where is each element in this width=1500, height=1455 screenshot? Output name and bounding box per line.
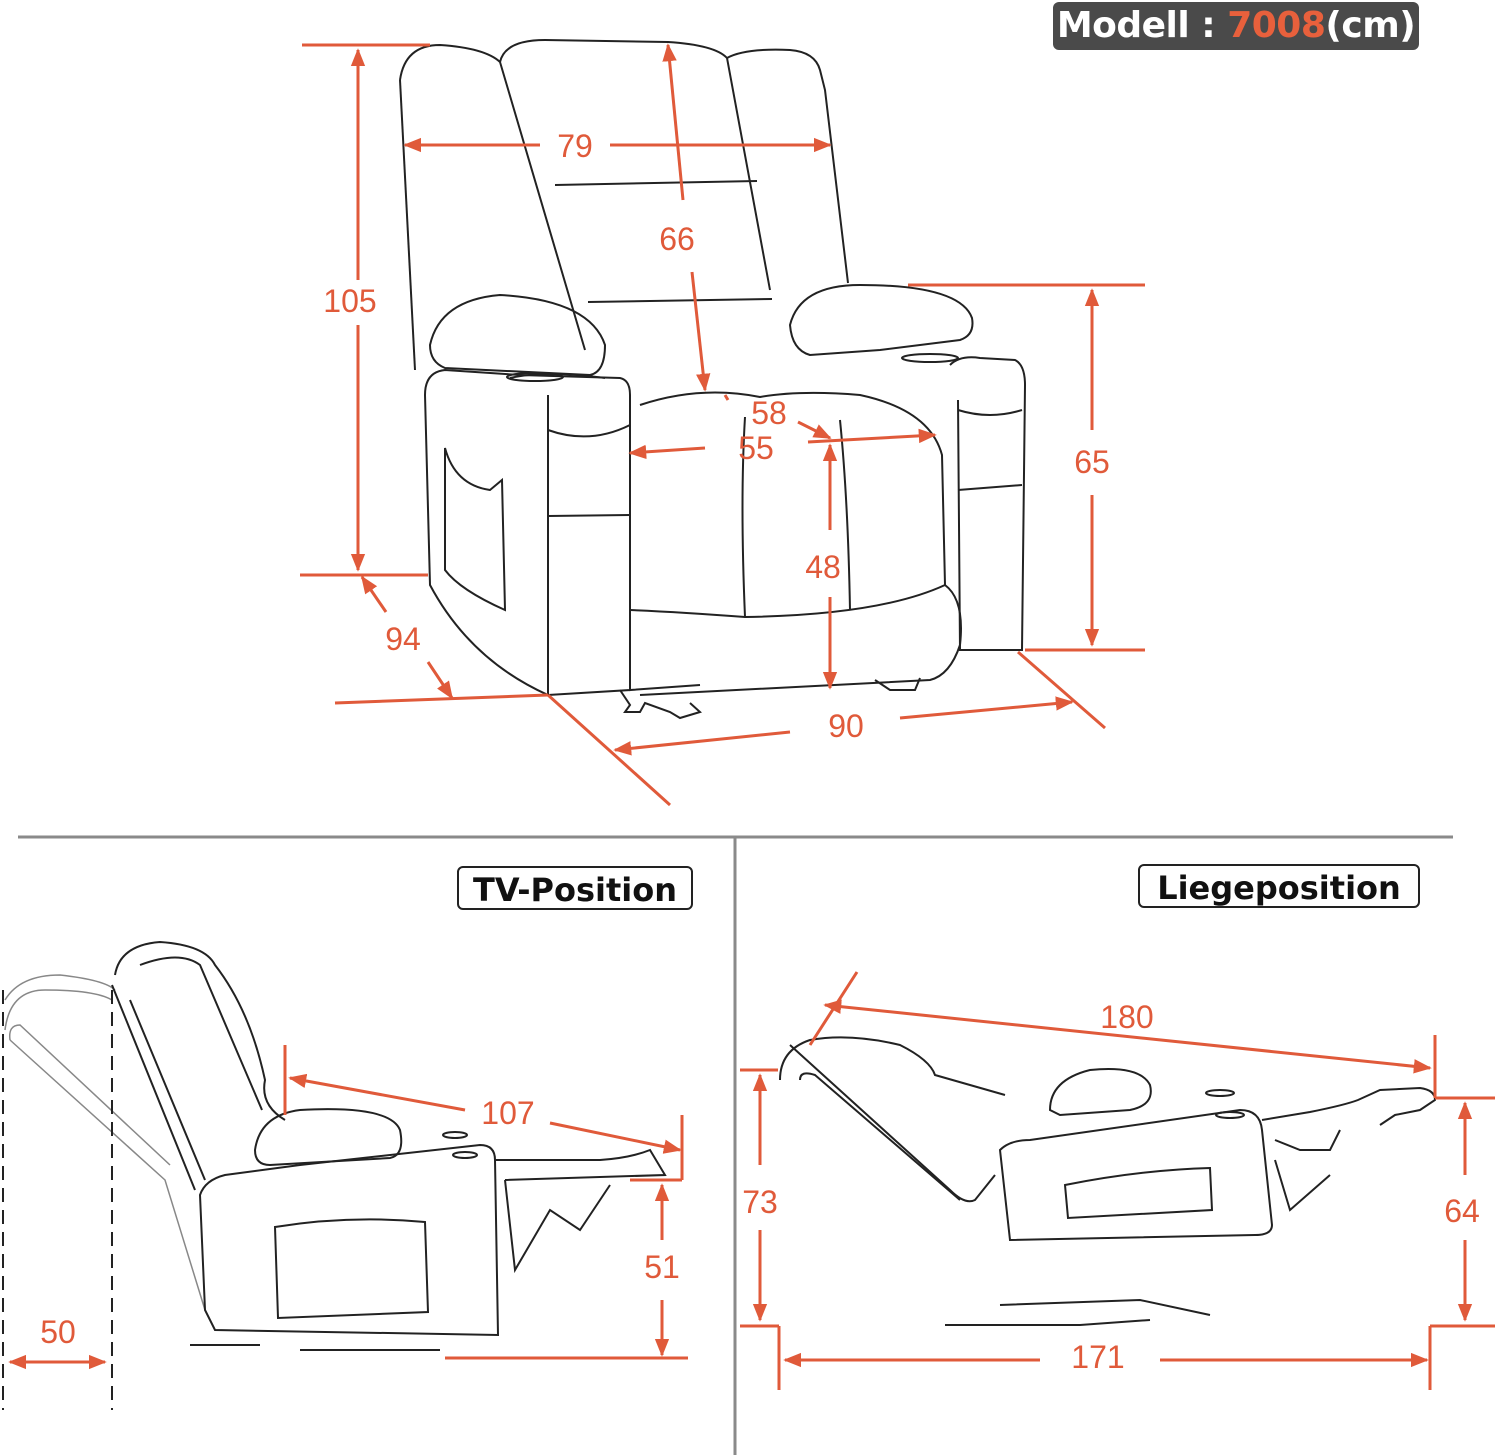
dim-58: 58 [751, 395, 787, 431]
tv-wall-lines [2, 990, 113, 1410]
front-dimension-lines [300, 43, 1145, 807]
dim-79: 79 [557, 128, 593, 164]
chair-front-outline [399, 38, 1027, 720]
chair-lie-outline [779, 1036, 1437, 1326]
model-number: 7008 [1227, 5, 1326, 46]
model-badge: Modell : 7008(cm) [1053, 2, 1419, 50]
dim-50: 50 [40, 1314, 76, 1350]
dim-51: 51 [644, 1249, 680, 1285]
lie-position-label: Liegeposition [1138, 864, 1420, 908]
dim-73: 73 [742, 1184, 778, 1220]
dim-65: 65 [1074, 444, 1110, 480]
front-dimension-values: 105 79 66 58 55 48 65 94 90 [323, 128, 1109, 744]
dim-105: 105 [323, 283, 376, 319]
dim-55: 55 [738, 430, 774, 466]
dim-66: 66 [659, 221, 695, 257]
dim-171: 171 [1071, 1339, 1124, 1375]
model-prefix: Modell : [1056, 5, 1228, 46]
dim-107: 107 [481, 1095, 534, 1131]
unit-label: (cm) [1325, 5, 1416, 46]
lie-dimension-values: 180 171 73 64 [742, 999, 1480, 1375]
tv-dimension-values: 50 107 51 [40, 1095, 680, 1350]
lie-dimension-lines [740, 971, 1495, 1390]
dim-48: 48 [805, 549, 841, 585]
chair-tv-outline [111, 940, 667, 1351]
chair-tv-ghost-outline [4, 974, 206, 1311]
panel-dividers [18, 835, 1453, 1455]
tv-dimension-lines [8, 1045, 688, 1370]
dim-94: 94 [385, 621, 421, 657]
dim-90: 90 [828, 708, 864, 744]
tv-position-label: TV-Position [457, 866, 693, 910]
dim-180: 180 [1100, 999, 1153, 1035]
dim-64: 64 [1444, 1193, 1480, 1229]
